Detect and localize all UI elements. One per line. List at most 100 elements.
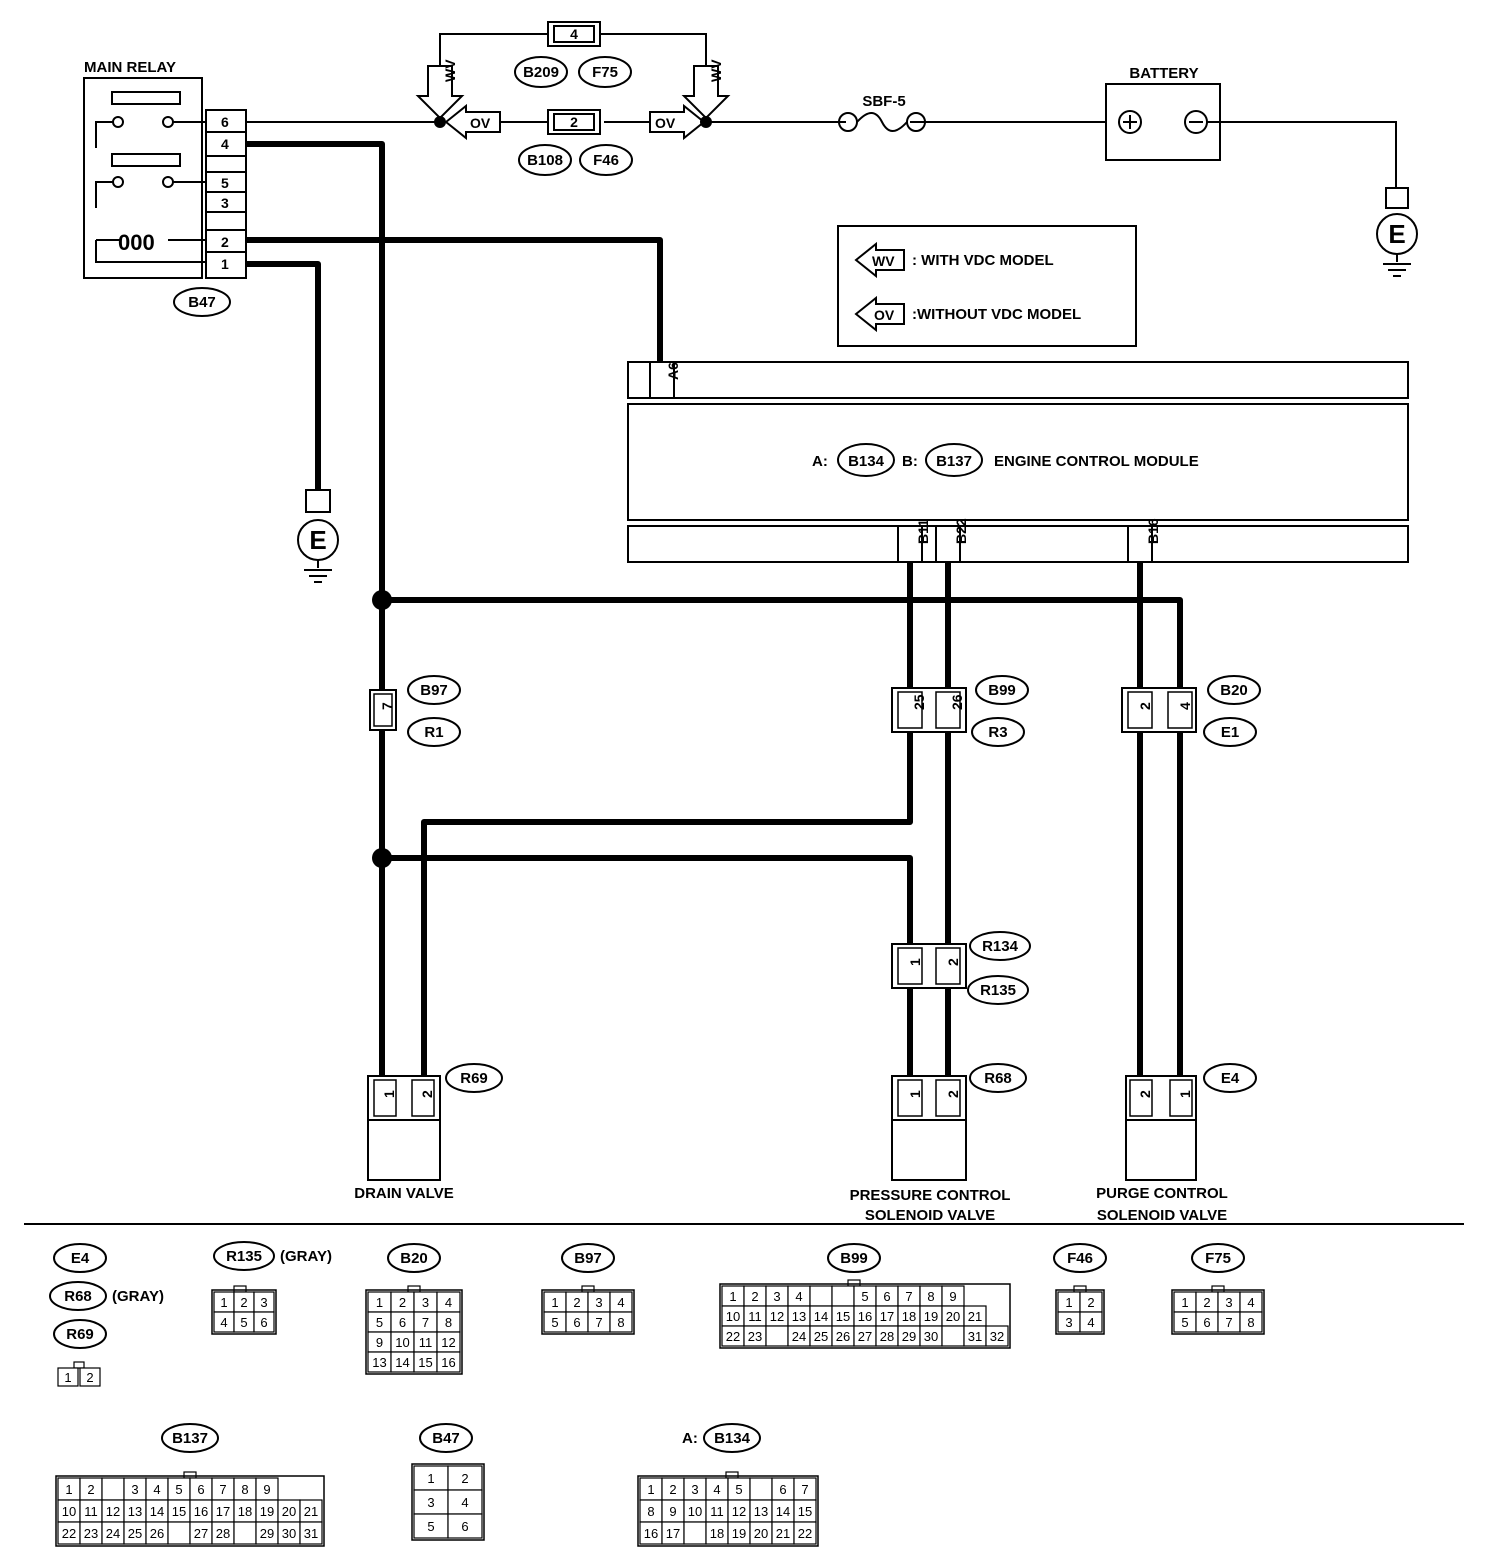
pin-number: 8 [927, 1289, 934, 1304]
ecm-prefix-b: B: [902, 453, 918, 470]
pin-number: 4 [220, 1315, 227, 1330]
pin-number: 15 [798, 1504, 812, 1519]
legend-wv-tag: WV [872, 253, 895, 269]
pin-number: 21 [776, 1526, 790, 1541]
f75-label: F75 [592, 64, 618, 81]
f46-label: F46 [593, 152, 619, 169]
pin-number: 1 [647, 1482, 654, 1497]
battery-title: BATTERY [1129, 65, 1198, 82]
pin-cell [809, 1285, 833, 1307]
pin-number: 4 [713, 1482, 720, 1497]
cv-b47-id: B47 [432, 1430, 460, 1447]
cv-r68-id: R68 [64, 1288, 92, 1305]
pin-number: 15 [172, 1504, 186, 1519]
pin-number: 12 [106, 1504, 120, 1519]
pin-number: 6 [260, 1315, 267, 1330]
pin-cell [253, 1311, 275, 1333]
pin-number: 19 [260, 1504, 274, 1519]
ground-battery: E [1376, 187, 1418, 277]
pin-number: 13 [754, 1504, 768, 1519]
pin-number: 6 [197, 1482, 204, 1497]
r135-id: R135 [980, 982, 1016, 999]
b99-id: B99 [988, 682, 1016, 699]
pin-number: 30 [924, 1329, 938, 1344]
pin-number: 14 [776, 1504, 790, 1519]
pin-number: 9 [669, 1504, 676, 1519]
pin-number: 2 [1087, 1295, 1094, 1310]
pin-cell [413, 1489, 449, 1515]
pin-number: 4 [445, 1295, 452, 1310]
pin-number: 12 [732, 1504, 746, 1519]
fuse-sbf5: SBF-5 [838, 93, 926, 132]
pressure-label-2: SOLENOID VALVE [865, 1207, 995, 1224]
pin-cell [436, 1351, 461, 1373]
pin-number: 19 [732, 1526, 746, 1541]
pin-number: 2 [399, 1295, 406, 1310]
cv-e4-pin-1: 1 [64, 1370, 71, 1385]
connector-face [1055, 1289, 1105, 1335]
pin-number: 26 [150, 1526, 164, 1541]
r1-id: R1 [424, 724, 443, 741]
cv-r69-id: R69 [66, 1326, 94, 1343]
inline-b20: 2 4 B20 E1 [1121, 675, 1261, 747]
ecm-pin-b11: B11 [915, 519, 931, 544]
connector-latch [581, 1285, 595, 1293]
connector-latch [183, 1471, 197, 1479]
r3-id: R3 [988, 724, 1007, 741]
pin-number: 3 [691, 1482, 698, 1497]
pin-number: 4 [1087, 1315, 1094, 1330]
ecm-pin-a6: A6 [665, 362, 681, 380]
pin-number: 20 [946, 1309, 960, 1324]
pin-number: 1 [65, 1482, 72, 1497]
relay-pin-5: 5 [221, 175, 229, 191]
drain-valve-label: DRAIN VALVE [354, 1185, 453, 1202]
pin-cell [101, 1477, 125, 1501]
pin-number: 7 [905, 1289, 912, 1304]
connector-2-pin: 2 [570, 114, 578, 130]
pin-number: 25 [814, 1329, 828, 1344]
pin-number: 17 [666, 1526, 680, 1541]
pin-cell [1079, 1311, 1103, 1333]
pin-number: 7 [801, 1482, 808, 1497]
pin-cell [985, 1325, 1009, 1347]
connector-face [211, 1289, 277, 1335]
pin-number: 11 [710, 1504, 724, 1519]
pin-number: 27 [858, 1329, 872, 1344]
connector-latch [407, 1285, 421, 1293]
pin-number: 18 [902, 1309, 916, 1324]
cv-b99-id: B99 [840, 1250, 868, 1267]
ecm-title: ENGINE CONTROL MODULE [994, 453, 1199, 470]
pin-number: 10 [688, 1504, 702, 1519]
r68-id: R68 [984, 1070, 1012, 1087]
pin-cell [1239, 1311, 1263, 1333]
relay-pin-4: 4 [221, 136, 229, 152]
pin-number: 5 [735, 1482, 742, 1497]
pin-number: 2 [87, 1482, 94, 1497]
connector-latch [1211, 1285, 1225, 1293]
b20-pin-2: 2 [1137, 702, 1153, 710]
pin-number: 15 [418, 1355, 432, 1370]
pin-number: 3 [422, 1295, 429, 1310]
pin-number: 3 [1065, 1315, 1072, 1330]
pin-number: 22 [726, 1329, 740, 1344]
purge-label-1: PURGE CONTROL [1096, 1185, 1228, 1202]
cv-f75-id: F75 [1205, 1250, 1231, 1267]
ecm-pin-b16: B16 [1145, 518, 1161, 544]
pin-number: 9 [376, 1335, 383, 1350]
pin-cell [299, 1521, 323, 1545]
pin-number: 3 [427, 1495, 434, 1510]
pressure-pin-1: 1 [907, 1090, 923, 1098]
pin-number: 20 [282, 1504, 296, 1519]
pin-number: 16 [644, 1526, 658, 1541]
drain-pin-1: 1 [381, 1090, 397, 1098]
pin-number: 30 [282, 1526, 296, 1541]
pin-number: 2 [1203, 1295, 1210, 1310]
pin-number: 22 [798, 1526, 812, 1541]
b108-label: B108 [527, 152, 563, 169]
